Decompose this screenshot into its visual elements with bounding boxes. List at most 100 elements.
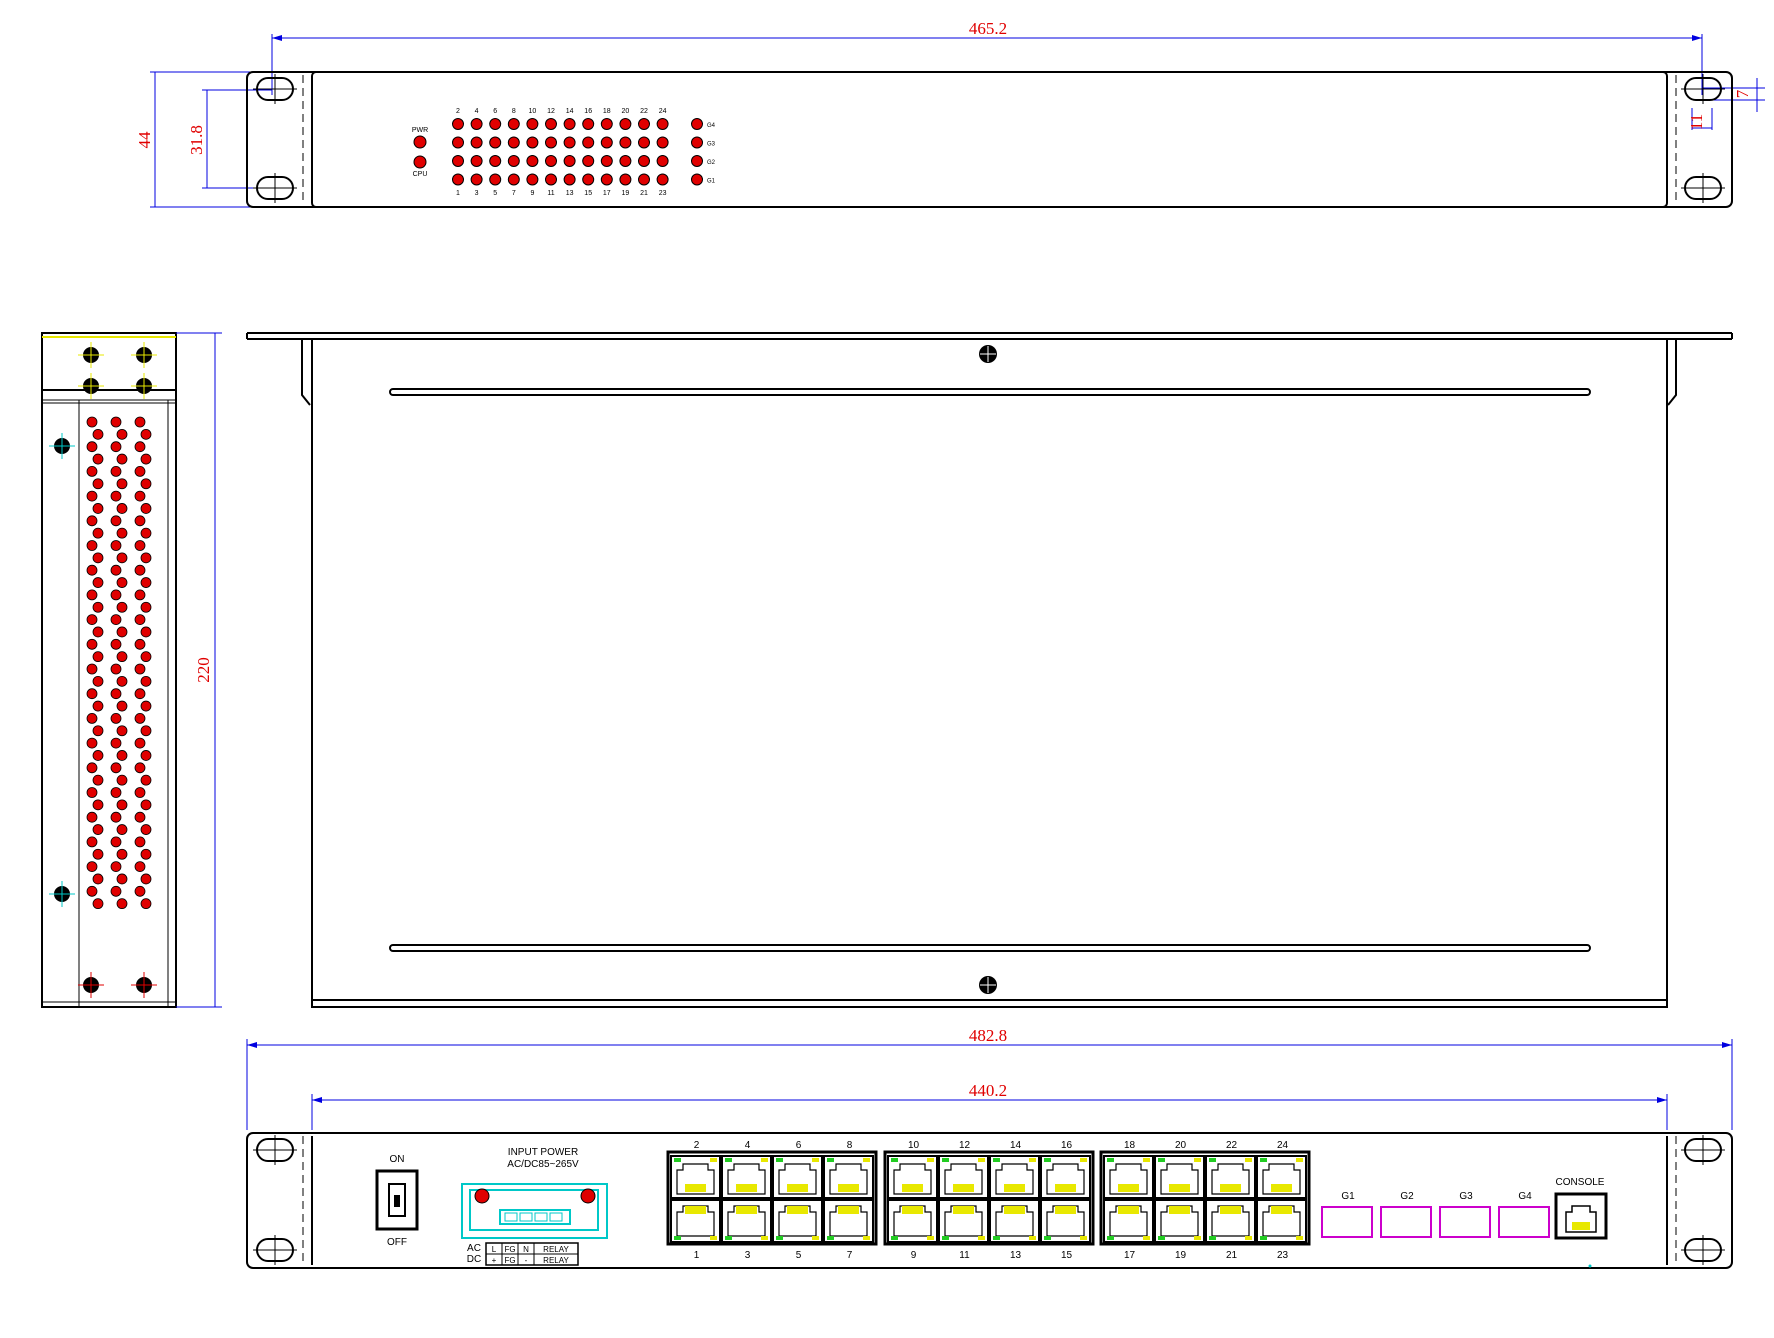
- port-led: [582, 118, 595, 130]
- terminal-dc-cell: FG: [504, 1256, 515, 1265]
- rj45-led: [674, 1158, 681, 1162]
- port-number: 6: [796, 1140, 802, 1151]
- gig-led-label: G3: [707, 142, 716, 148]
- rj45-port: [1040, 1155, 1091, 1199]
- rj45-contacts: [1169, 1184, 1190, 1192]
- rj45-led: [978, 1158, 985, 1162]
- rj45-port: [721, 1199, 772, 1243]
- port-number: 9: [911, 1250, 917, 1261]
- vent-hole: [140, 527, 152, 539]
- rj45-port: [887, 1155, 938, 1199]
- cpu-label: CPU: [413, 171, 428, 178]
- side-vent-holes: [86, 416, 152, 910]
- port-led: [582, 136, 595, 149]
- side-view: 220: [41, 332, 222, 1008]
- led-number: 19: [622, 190, 630, 197]
- rj45-led: [1296, 1236, 1303, 1240]
- vent-hole: [86, 416, 98, 428]
- vent-hole: [110, 441, 122, 453]
- rj45-port: [823, 1199, 874, 1243]
- vent-hole: [140, 824, 152, 835]
- vent-hole: [110, 737, 122, 749]
- front-chassis-outline: [246, 71, 1733, 208]
- rj45-contacts: [1271, 1184, 1292, 1192]
- sfp-port: [1321, 1206, 1373, 1238]
- port-number: 23: [1277, 1250, 1289, 1261]
- rj45-port: [1040, 1199, 1091, 1243]
- front-view: 465.2 44 31.8 7 11: [135, 19, 1765, 208]
- vent-hole: [134, 540, 146, 551]
- vent-hole: [140, 750, 152, 761]
- dim-text-44: 44: [135, 131, 154, 149]
- vent-hole: [140, 453, 152, 465]
- vent-hole: [134, 861, 146, 872]
- port-led: [507, 173, 520, 186]
- vent-hole: [86, 614, 98, 625]
- vent-hole: [116, 601, 128, 613]
- port-led: [452, 118, 464, 130]
- port-led: [452, 173, 464, 186]
- vent-hole: [134, 713, 146, 724]
- rj45-led: [710, 1158, 717, 1162]
- port-led: [545, 118, 557, 130]
- vent-hole: [110, 663, 122, 675]
- vent-hole: [86, 737, 98, 749]
- port-led: [638, 155, 650, 167]
- vent-hole: [86, 688, 98, 700]
- power-switch: ON OFF: [375, 1154, 419, 1248]
- vent-hole: [134, 638, 146, 650]
- port-led: [507, 118, 520, 130]
- led-number: 18: [603, 108, 611, 115]
- rj45-port: [938, 1155, 989, 1199]
- vent-hole: [92, 848, 104, 860]
- vent-hole: [116, 873, 128, 885]
- dim-text-11: 11: [1687, 114, 1706, 130]
- port-led: [563, 155, 576, 167]
- rj45-led: [891, 1236, 898, 1240]
- rj45-block: [1099, 1150, 1311, 1246]
- port-led-grid: [452, 118, 669, 186]
- vent-hole: [86, 441, 98, 453]
- vent-hole: [92, 675, 104, 687]
- vent-hole: [86, 811, 98, 823]
- rear-chassis-outline: [246, 1132, 1733, 1269]
- vent-hole: [86, 515, 98, 527]
- rj45-led: [1209, 1236, 1216, 1240]
- rj45-led: [827, 1158, 834, 1162]
- vent-hole: [116, 626, 128, 638]
- vent-hole: [92, 651, 104, 663]
- vent-hole: [86, 564, 98, 576]
- rj45-port: [887, 1199, 938, 1243]
- vent-hole: [116, 774, 128, 786]
- vent-hole: [134, 465, 146, 477]
- port-number: 16: [1061, 1140, 1073, 1151]
- rj45-led: [710, 1236, 717, 1240]
- led-number: 13: [566, 190, 574, 197]
- rj45-led: [927, 1158, 934, 1162]
- vent-hole: [134, 564, 146, 576]
- vent-hole: [110, 540, 122, 551]
- vent-hole: [140, 898, 152, 910]
- rj45-contacts: [1118, 1206, 1139, 1214]
- rj45-led: [1194, 1236, 1201, 1240]
- led-number: 11: [547, 190, 554, 197]
- port-led: [489, 155, 502, 167]
- vent-hole: [140, 700, 152, 712]
- rj45-port: [989, 1199, 1040, 1243]
- vent-hole: [140, 675, 152, 687]
- vent-hole: [92, 527, 104, 539]
- vent-hole: [116, 428, 128, 440]
- gig-led: [691, 136, 703, 149]
- rj45-contacts: [1118, 1184, 1139, 1192]
- console-label: CONSOLE: [1556, 1177, 1605, 1188]
- led-number: 24: [659, 108, 667, 115]
- port-number: 10: [908, 1140, 920, 1151]
- vent-hole: [140, 503, 152, 514]
- vent-hole: [134, 688, 146, 700]
- rj45-led: [761, 1158, 768, 1162]
- switch-off-label: OFF: [387, 1237, 407, 1248]
- vent-hole: [116, 725, 128, 737]
- port-led: [582, 155, 595, 167]
